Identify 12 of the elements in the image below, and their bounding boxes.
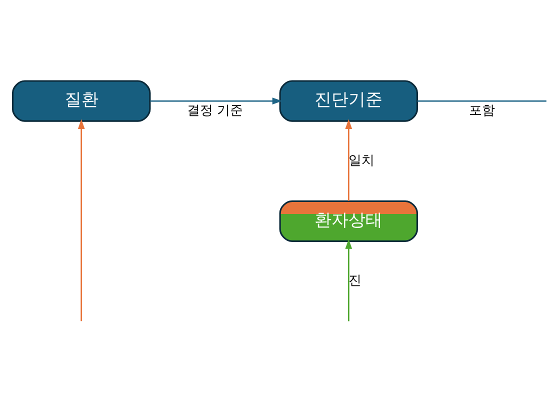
arrow — [345, 118, 352, 200]
node-box: 환자상태 — [279, 200, 418, 242]
edge-label: 진 — [348, 273, 362, 288]
arrow — [78, 118, 85, 321]
arrow — [345, 238, 352, 321]
node-box: 진단기준 — [279, 80, 418, 122]
arrow — [150, 97, 282, 104]
connector — [417, 100, 546, 102]
edge-label: 일치 — [348, 153, 375, 168]
edge-label: 포함 — [468, 102, 495, 118]
node-box: 질환 — [12, 80, 151, 122]
edge-label: 결정 기준 — [186, 102, 244, 118]
